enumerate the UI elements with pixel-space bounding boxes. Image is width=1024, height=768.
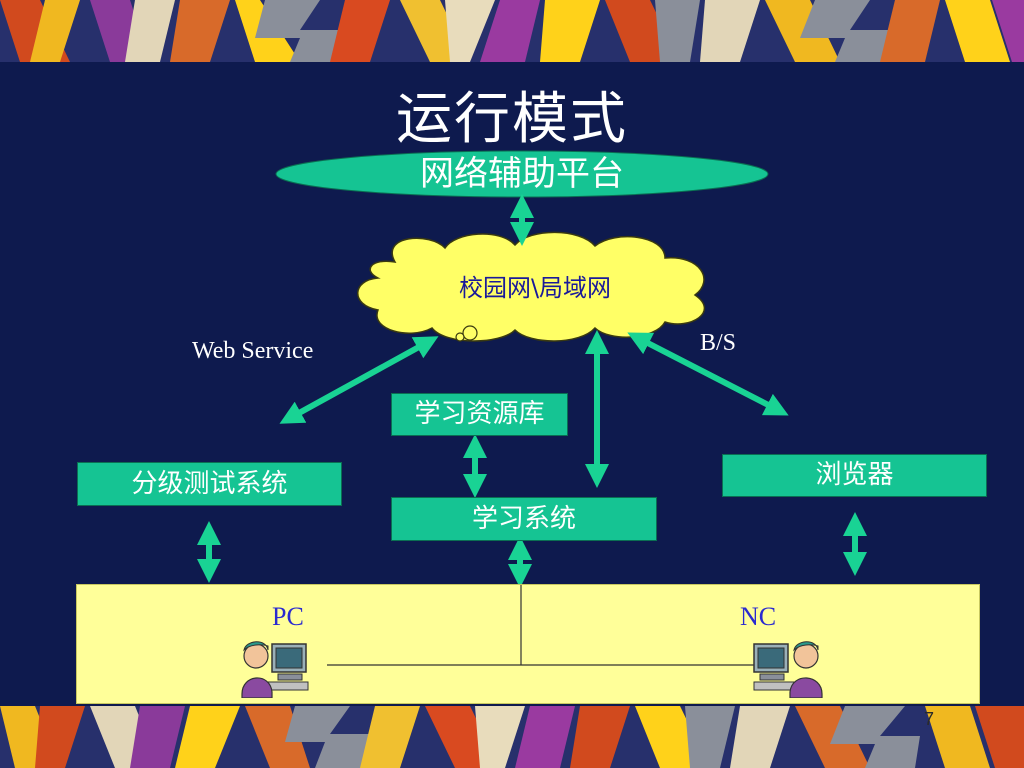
graded-test-system-box: 分级测试系统 [77, 462, 342, 506]
pc-user-icon [241, 641, 309, 698]
web-service-label: Web Service [192, 338, 314, 364]
banner-pattern-icon [0, 706, 1024, 768]
nc-user-icon [753, 641, 823, 698]
bs-label: B/S [700, 330, 737, 356]
browser-box: 浏览器 [722, 454, 987, 497]
resource-library-box: 学习资源库 [391, 393, 568, 436]
bottom-decorative-banner [0, 706, 1024, 768]
platform-label: 网络辅助平台 [420, 154, 624, 194]
nc-label: NC [740, 602, 777, 631]
banner-pattern-icon [0, 0, 1024, 62]
learning-system-box: 学习系统 [391, 497, 657, 541]
pc-label: PC [272, 602, 304, 631]
network-label: 校园网\局域网 [458, 274, 612, 302]
arrow-cloud-browser [627, 332, 789, 416]
page-number: 7 [924, 709, 935, 729]
slide-title: 运行模式 [396, 87, 628, 152]
arrow-cloud-web-service [279, 336, 439, 424]
lan-area [76, 584, 980, 704]
lan-lines [327, 585, 757, 666]
top-decorative-banner [0, 0, 1024, 62]
